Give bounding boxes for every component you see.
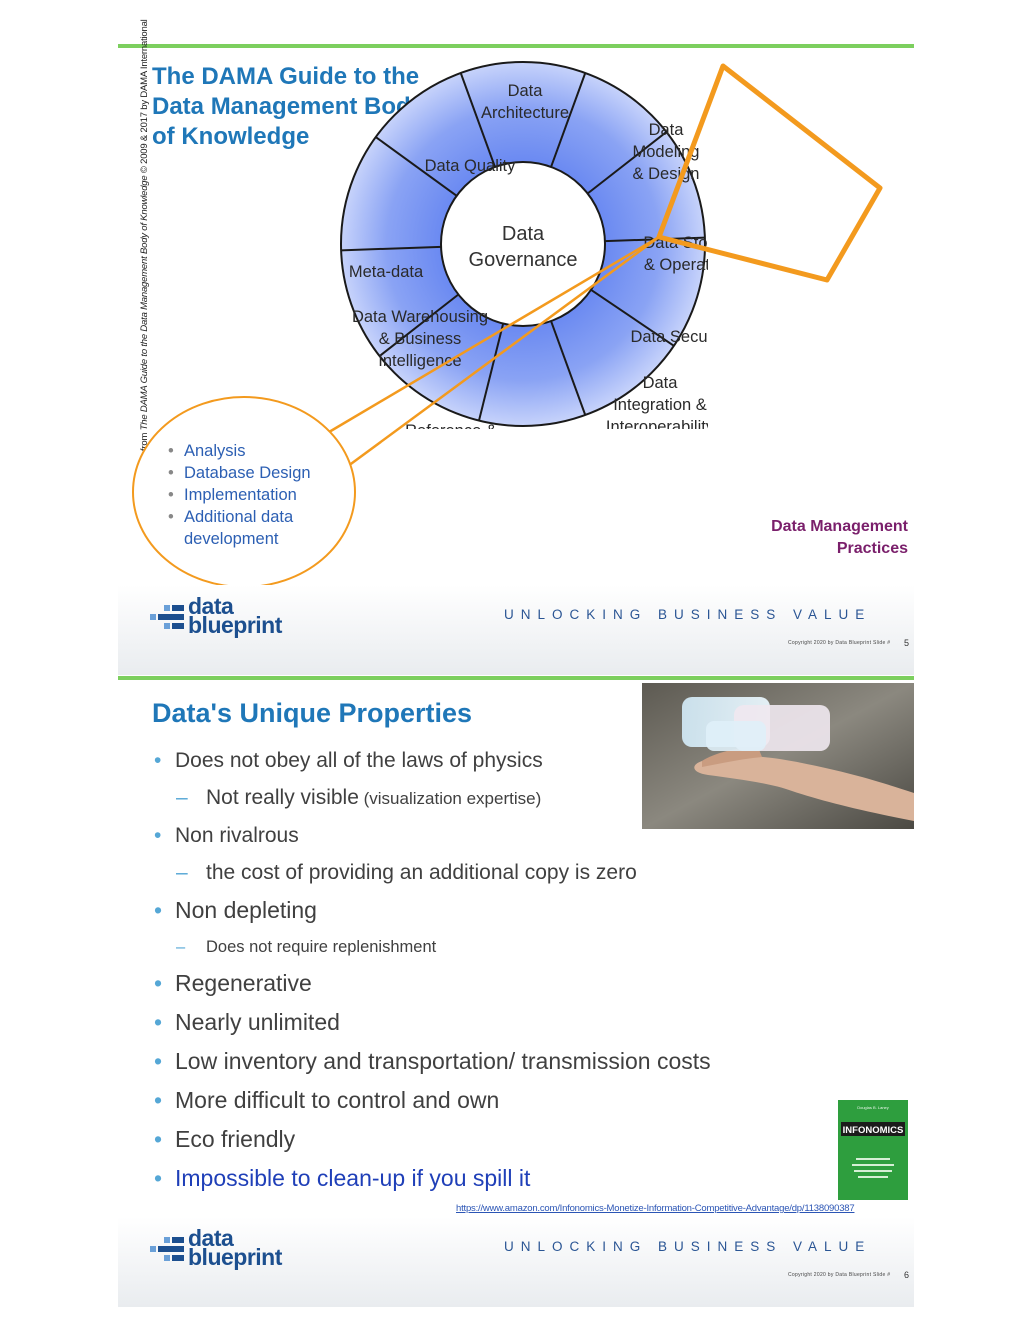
page-number: 6 [904, 1270, 910, 1280]
center-label-line1: Data [502, 223, 545, 245]
wheel-center-circle [440, 161, 606, 327]
wheel-segment-label: Interoperability [606, 418, 708, 429]
footer-tagline: UNLOCKING BUSINESS VALUE [504, 607, 872, 622]
bullet-item: Non rivalrous [154, 817, 844, 854]
sub-bullet-item: –the cost of providing an additional cop… [154, 854, 844, 891]
wheel-segment-label: & Operations [644, 256, 708, 274]
bullet-item: Regenerative [154, 964, 844, 1003]
bullet-item: Non depleting [154, 891, 844, 930]
wheel-spoke [378, 293, 459, 357]
wheel-segment-label: Data [643, 374, 679, 392]
side-label: Data Management Practices [771, 518, 908, 557]
wheel-segment-label: Data Quality [425, 157, 517, 175]
callout-item: Analysis [168, 440, 354, 462]
footer-copyright: Copyright 2020 by Data Blueprint Slide # [788, 1272, 891, 1278]
bullet-item: More difficult to control and own [154, 1081, 844, 1120]
dmbok-wheel-diagram: Data Governance DataArchitectureDataMode… [340, 61, 708, 429]
callout-item: Additional data development [168, 506, 354, 550]
bullet-item: Does not obey all of the laws of physics [154, 742, 844, 779]
slide-dama-wheel: The DAMA Guide to the Data Management Bo… [118, 19, 914, 675]
wheel-segment-label: Architecture [481, 104, 569, 122]
callout-item: Implementation [168, 484, 354, 506]
page-number: 5 [904, 638, 910, 648]
wheel-segment-label: Modeling [633, 143, 700, 161]
wheel-spoke [587, 131, 668, 195]
slide-title: Data's Unique Properties [152, 698, 473, 728]
callout-connector-upper [323, 235, 660, 437]
callout-connector-lower [343, 235, 660, 471]
infonomics-book-cover: Douglas B. Laney INFONOMICS [838, 1100, 908, 1200]
wheel-segment-label: Data [649, 121, 685, 139]
modeling-highlight-outline [656, 63, 883, 283]
bullet-item: Eco friendly [154, 1120, 844, 1159]
wheel-spoke [590, 289, 675, 347]
source-link[interactable]: https://www.amazon.com/Infonomics-Moneti… [456, 1203, 855, 1214]
svg-text:Douglas B. Laney: Douglas B. Laney [857, 1105, 889, 1110]
slide-title: The DAMA Guide to the Data Management Bo… [152, 63, 425, 150]
sub-bullet-item: –Not really visible (visualization exper… [154, 779, 844, 817]
wheel-spoke [477, 323, 505, 421]
slide-unique-properties: Data's Unique Properties Does not obey a… [118, 676, 914, 1307]
dash-marker: – [176, 938, 186, 956]
dash-marker: – [176, 861, 188, 884]
callout-item: Database Design [168, 462, 354, 484]
highlight-overlay [323, 63, 883, 471]
book-title: INFONOMICS [843, 1125, 904, 1136]
wheel-segment-label: Integration & [613, 396, 707, 414]
footer-tagline: UNLOCKING BUSINESS VALUE [504, 1239, 872, 1254]
sub-bullet-item: –Does not require replenishment [154, 930, 844, 964]
wheel-segment-label: Data Warehousing [352, 308, 488, 326]
bullet-list: Does not obey all of the laws of physics… [154, 742, 844, 1198]
bullet-item: Impossible to clean-up if you spill it [154, 1159, 844, 1198]
wheel-spoke [341, 245, 442, 252]
wheel-segment-label: Data [508, 82, 544, 100]
footer-copyright: Copyright 2020 by Data Blueprint Slide # [788, 640, 891, 646]
center-label-line2: Governance [469, 249, 578, 271]
bullet-item: Nearly unlimited [154, 1003, 844, 1042]
wheel-spoke [550, 72, 587, 168]
wheel-segment-label: & Business [379, 330, 462, 348]
slide-top-rule [118, 44, 914, 48]
wheel-spoke [375, 136, 458, 197]
logo-mark-icon [150, 1237, 184, 1261]
dash-marker: – [176, 786, 188, 809]
wheel-spoke [459, 72, 496, 168]
logo-mark-icon [150, 605, 184, 629]
callout-list: Analysis Database Design Implementation … [168, 440, 354, 550]
wheel-segment-label: Data Security [630, 328, 708, 346]
bullet-item: Low inventory and transportation/ transm… [154, 1042, 844, 1081]
wheel-spoke [550, 320, 587, 416]
slide-top-rule [118, 676, 914, 680]
wheel-segment-label: Meta-data [349, 263, 424, 281]
wheel-segment-label: Reference & [405, 422, 497, 429]
